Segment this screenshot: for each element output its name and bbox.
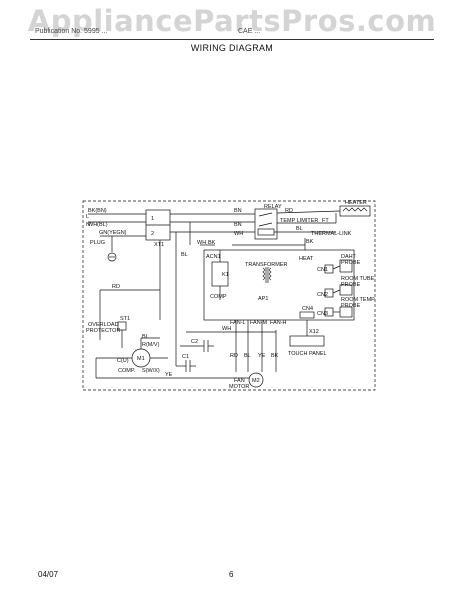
wire-label: RD (230, 353, 238, 359)
terminal-label: FAN-M (250, 320, 268, 326)
terminal-label: FAN-L (230, 320, 246, 326)
capacitor-c2 (203, 340, 209, 352)
terminal-label: COMP (210, 294, 227, 300)
limiter-label: TEMP LIMITER (280, 218, 318, 224)
motor-label: MOTOR (229, 384, 249, 390)
wire-label: BL (244, 353, 251, 359)
board-label: AP1 (258, 296, 268, 302)
terminal-label: XT1 (154, 242, 164, 248)
relay-label: RELAY (264, 204, 282, 210)
wire-label: RD (285, 208, 293, 214)
control-board-ap1 (203, 249, 355, 321)
heater-label: HEATER (345, 200, 367, 206)
protector-label: OVERLOAD (88, 322, 119, 328)
capacitor-label: C1 (182, 354, 189, 360)
probe-label: ROOM TEMP. (341, 297, 376, 303)
probe-label: DAHT (341, 254, 357, 260)
terminal-label: ACN1 (206, 254, 221, 260)
plug-ground-icon (107, 252, 117, 262)
wire-label: BK (208, 240, 216, 246)
wire-label: BL (181, 252, 188, 258)
protector-label: PROTECTOR (86, 328, 120, 334)
header-rule (30, 39, 434, 40)
terminal-label: S(W/X) (142, 368, 160, 374)
terminal-label: HEAT (299, 256, 314, 262)
terminal-label: FAN-H (270, 320, 287, 326)
terminal-label: CN1 (317, 267, 328, 273)
motor-label: COMP. (118, 368, 136, 374)
capacitor-c1 (185, 360, 191, 372)
watermark: AppliancePartsPros.com (27, 4, 437, 38)
wire-label: WH (197, 240, 206, 246)
wire-label: BL (142, 334, 149, 340)
motor-label: FAN (234, 378, 245, 384)
wire-label: WH (222, 326, 231, 332)
wire-label: WH(BL) (88, 222, 108, 228)
terminal-label: C(U) (117, 358, 129, 364)
terminal-label: CN2 (317, 292, 328, 298)
terminal-label: 2 (151, 231, 154, 237)
wire-label: BK (271, 353, 279, 359)
wire-label: BN (234, 208, 242, 214)
probe-label: PROBE (341, 303, 361, 309)
terminal-label: K1 (222, 272, 229, 278)
unit-enclosure (82, 200, 376, 391)
terminal-label: 1 (151, 216, 154, 222)
terminal-label: X12 (309, 329, 319, 335)
touch-panel (289, 335, 325, 347)
limiter-label: FT (322, 218, 329, 224)
relay (254, 208, 278, 240)
touch-panel-label: TOUCH PANEL (288, 351, 327, 357)
wire-label: BL (296, 226, 303, 232)
page-number: 6 (229, 570, 234, 579)
transformer-icon (262, 267, 272, 283)
motor-label: M1 (137, 356, 145, 362)
wire-label: GN(YEGN) (99, 230, 127, 236)
wire-label: YE (165, 372, 173, 378)
header-publication: Publication No. 5995 ... (35, 28, 108, 35)
terminal-label: CN4 (302, 306, 313, 312)
footer-date: 04/07 (38, 570, 59, 579)
connector-cn4 (299, 311, 315, 319)
capacitor-label: C2 (191, 339, 198, 345)
protector-label: ST1 (120, 316, 130, 322)
probe-label: PROBE (341, 282, 361, 288)
wire-label: YE (258, 353, 266, 359)
plug-label: PLUG (90, 240, 105, 246)
fan-motor-m2 (248, 372, 264, 388)
transformer-label: TRANSFORMER (245, 262, 288, 268)
wire-label: BK(BN) (88, 208, 107, 214)
wire-label: WH (234, 231, 243, 237)
wire-label: BN (234, 222, 242, 228)
wire-label: RD (112, 284, 120, 290)
header-model: CAE ... (238, 28, 261, 35)
terminal-label: L (86, 214, 89, 220)
wire-label: BK (306, 239, 314, 245)
terminal-label: N (86, 222, 90, 228)
terminal-label: R(M/V) (142, 342, 160, 348)
page-title: WIRING DIAGRAM (190, 43, 274, 53)
probe-label: PROBE (341, 260, 361, 266)
probe-label: ROOM TUBE (341, 276, 375, 282)
thermal-link (257, 228, 275, 236)
motor-label: M2 (252, 378, 260, 384)
thermal-link-label: THERMAL-LINK (311, 231, 352, 237)
terminal-label: CN3 (317, 311, 328, 317)
